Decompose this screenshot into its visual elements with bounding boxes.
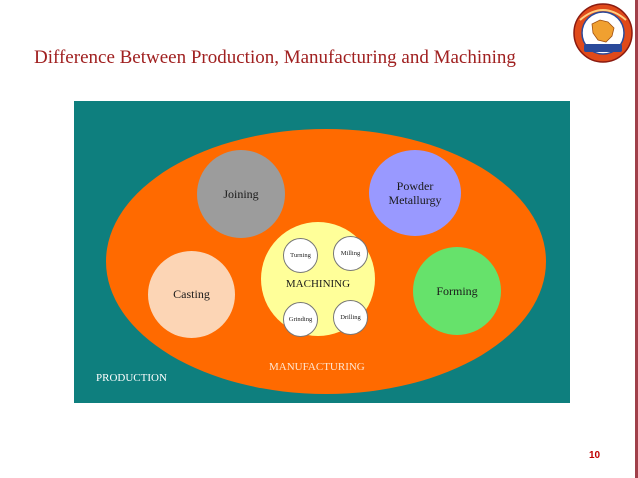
forming-circle: Forming [413, 247, 501, 335]
grinding-label: Grinding [288, 316, 313, 323]
drilling-circle: Drilling [333, 300, 368, 335]
powder-metallurgy-circle: Powder Metallurgy [369, 150, 461, 236]
production-label: PRODUCTION [96, 372, 167, 384]
milling-circle: Milling [333, 236, 368, 271]
slide-title: Difference Between Production, Manufactu… [34, 47, 516, 68]
forming-label: Forming [436, 283, 478, 298]
milling-label: Milling [340, 250, 361, 257]
page-number: 10 [589, 450, 601, 461]
casting-circle: Casting [148, 251, 235, 338]
turning-label: Turning [290, 252, 311, 259]
slide-border [635, 0, 638, 478]
casting-label: Casting [173, 287, 210, 301]
grinding-circle: Grinding [283, 302, 318, 337]
turning-circle: Turning [283, 238, 318, 273]
drilling-label: Drilling [340, 314, 361, 321]
powder-metallurgy-label: Powder Metallurgy [388, 179, 442, 207]
university-emblem-logo [573, 3, 633, 63]
joining-label: Joining [223, 186, 259, 201]
manufacturing-label: MANUFACTURING [269, 361, 365, 373]
machining-label: MACHINING [285, 278, 351, 290]
joining-circle: Joining [197, 150, 285, 238]
